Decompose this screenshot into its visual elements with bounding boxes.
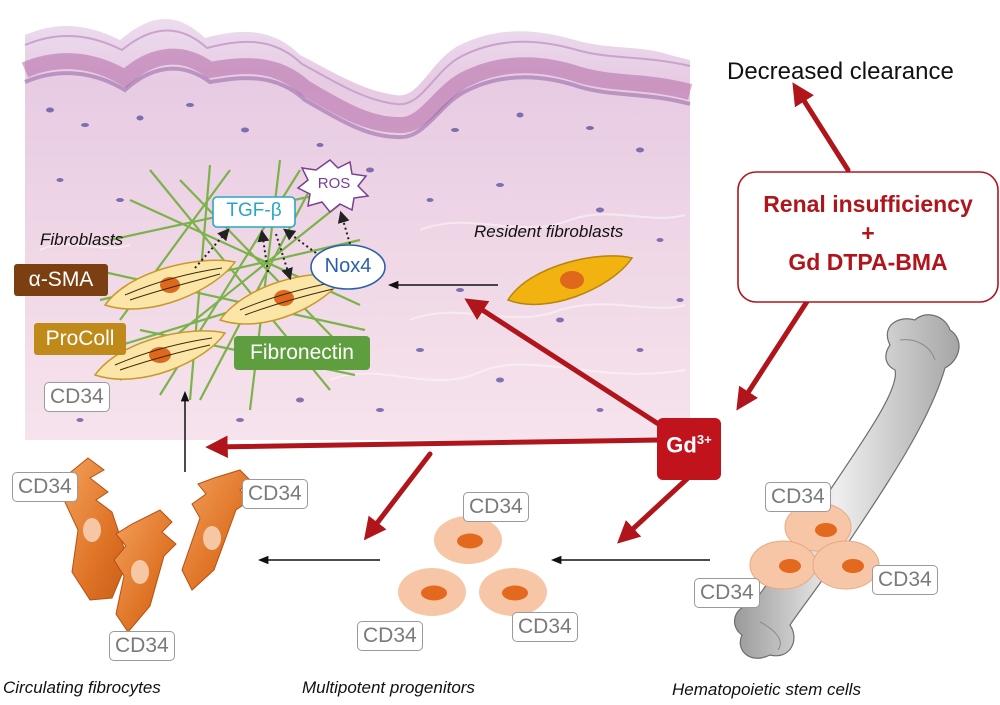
- progenitor-cell-icon: [398, 516, 547, 616]
- hematopoietic-stem-cells-caption: Hematopoietic stem cells: [672, 680, 861, 699]
- cd34-fibrocyte-label-1: CD34: [12, 472, 78, 502]
- red-arrows: [205, 82, 851, 544]
- fibrocyte-cell-icon: [181, 469, 253, 591]
- renal-line-2: +: [861, 220, 875, 246]
- cd34-progenitor-label-2: CD34: [357, 621, 423, 651]
- gd-ion-label: Gd3+: [657, 432, 721, 458]
- circulating-fibrocytes-caption: Circulating fibrocytes: [3, 678, 161, 697]
- renal-insufficiency-text: Renal insufficiency + Gd DTPA-BMA: [738, 190, 998, 277]
- alpha-sma-box: α-SMA: [14, 264, 108, 296]
- cd34-fibrocyte-label-3: CD34: [109, 631, 175, 661]
- tgf-beta-box: [212, 196, 296, 228]
- fibrocyte-cell-icon: [113, 509, 177, 633]
- procoll-box: ProColl: [34, 323, 126, 355]
- cd34-fibrocyte-label-2: CD34: [242, 479, 308, 509]
- fibronectin-box: Fibronectin: [234, 336, 370, 370]
- gd-ion-box: [657, 418, 721, 480]
- hematopoietic-cell-icon: [749, 502, 880, 590]
- cd34-progenitor-label-1: CD34: [463, 492, 529, 522]
- resident-fibroblasts-label: Resident fibroblasts: [474, 222, 624, 241]
- gd-charge: 3+: [696, 432, 712, 447]
- cd34-stem-label-3: CD34: [872, 565, 938, 595]
- renal-line-1: Renal insufficiency: [763, 191, 973, 217]
- fibroblast-cell-icon: [103, 259, 237, 310]
- resident-fibroblast-icon: [506, 255, 634, 306]
- fibroblast-cell-icon: [93, 330, 227, 380]
- cd34-stem-label-2: CD34: [694, 578, 760, 608]
- fibroblasts-label: Fibroblasts: [40, 230, 124, 249]
- multipotent-progenitors-caption: Multipotent progenitors: [302, 678, 475, 697]
- ros-label: ROS: [317, 175, 351, 192]
- cd34-stem-label-1: CD34: [765, 482, 831, 512]
- ros-burst-icon: [296, 159, 370, 214]
- renal-line-3: Gd DTPA-BMA: [788, 249, 948, 275]
- tgf-beta-label: TGF-β: [226, 200, 282, 221]
- decreased-clearance-label: Decreased clearance: [727, 58, 954, 85]
- nox4-ellipse: [310, 244, 386, 290]
- gd-symbol: Gd: [666, 432, 697, 458]
- cd34-tissue-label: CD34: [44, 382, 110, 412]
- renal-insufficiency-box: [737, 171, 999, 303]
- black-arrows: [180, 280, 710, 565]
- dotted-pathway-arrows: [194, 210, 351, 281]
- cd34-progenitor-label-3: CD34: [512, 612, 578, 642]
- nox4-label: Nox4: [324, 255, 372, 277]
